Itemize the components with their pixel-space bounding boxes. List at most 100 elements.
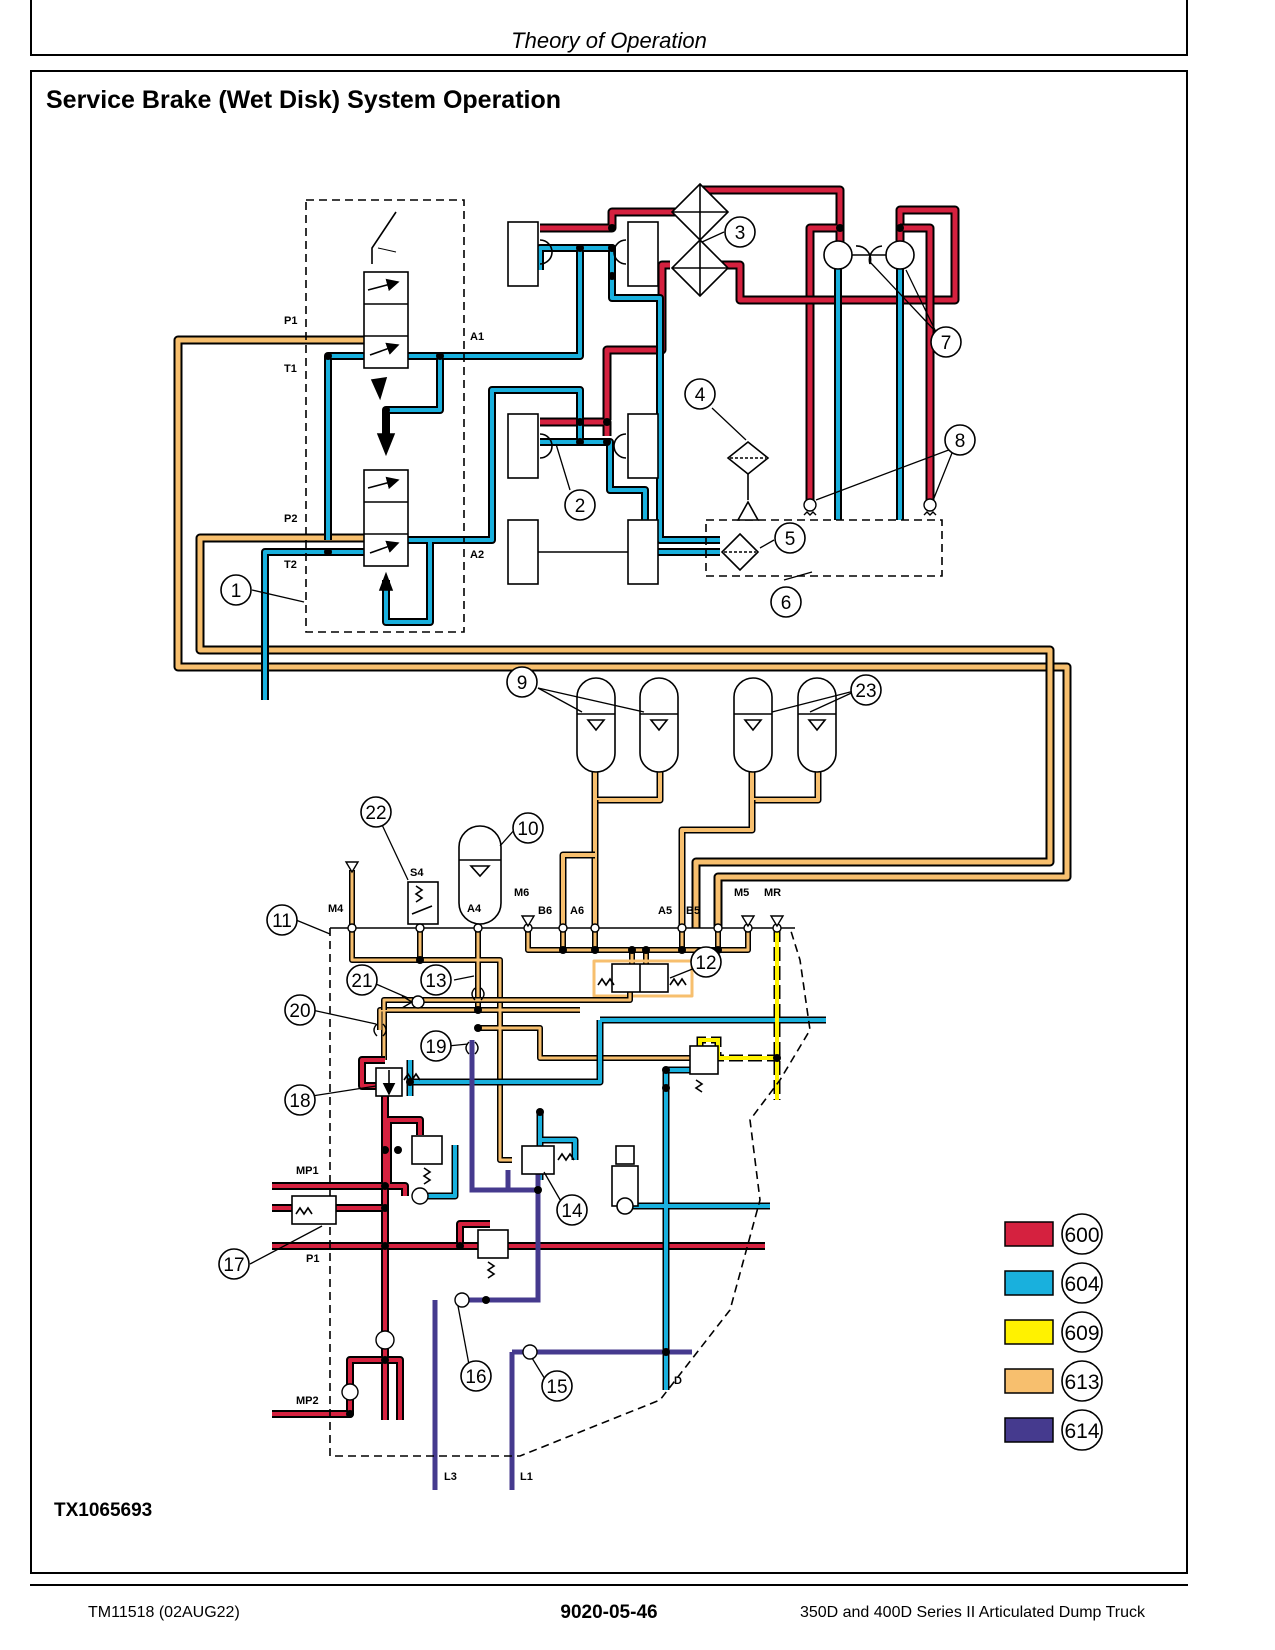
port-label: M5 — [734, 887, 749, 899]
callout-9: 9 — [506, 666, 538, 698]
port-label: A5 — [658, 905, 672, 917]
legend-entry-609: 609 — [1004, 1311, 1103, 1353]
purple-lines — [432, 1040, 692, 1490]
callout-label: 1 — [231, 581, 242, 602]
callout-15: 15 — [541, 1370, 573, 1402]
legend-entry-604: 604 — [1004, 1262, 1103, 1304]
legend-swatch — [1004, 1221, 1054, 1247]
main-content-frame: Service Brake (Wet Disk) System Operatio… — [30, 70, 1188, 1574]
callout-label: 7 — [941, 333, 952, 354]
legend-swatch — [1004, 1270, 1054, 1296]
cooling-pumps — [823, 240, 915, 270]
pressure-switch-s4 — [407, 881, 439, 925]
callout-label: 18 — [289, 1091, 310, 1112]
callout-1: 1 — [220, 574, 252, 606]
callout-label: 11 — [272, 911, 292, 932]
callout-label: 9 — [517, 673, 528, 694]
callout-18: 18 — [284, 1084, 316, 1116]
port-label: M4 — [328, 903, 344, 915]
junction-dots — [324, 224, 904, 1418]
callout-label: 5 — [785, 529, 796, 550]
leader-lines — [249, 231, 955, 1385]
orange-lines — [173, 335, 1072, 1163]
port-label: T2 — [284, 559, 297, 571]
callout-label: 14 — [561, 1201, 583, 1222]
callout-7: 7 — [930, 326, 962, 358]
legend-code: 604 — [1064, 1273, 1099, 1296]
port-label: P2 — [284, 513, 297, 525]
yellow-lines — [696, 928, 781, 1100]
legend-code: 609 — [1064, 1322, 1099, 1345]
callout-label: 10 — [517, 819, 538, 840]
port-label: P1 — [284, 315, 297, 327]
callout-label: 20 — [289, 1001, 310, 1022]
callout-12: 12 — [690, 946, 722, 978]
callout-label: 23 — [855, 681, 876, 702]
callout-label: 2 — [575, 496, 586, 517]
callout-5: 5 — [774, 522, 806, 554]
callout-label: 21 — [351, 971, 372, 992]
callout-label: 16 — [465, 1367, 486, 1388]
callout-label: 15 — [546, 1377, 567, 1398]
line-613-acc23 — [748, 772, 822, 804]
footer-rule — [30, 1584, 1188, 1586]
line-613-acc9 — [591, 772, 664, 804]
legend-swatch — [1004, 1319, 1054, 1345]
line-613-p2-loop-fill — [197, 535, 1053, 928]
port-label: MR — [764, 887, 781, 899]
legend-entry-600: 600 — [1004, 1213, 1103, 1255]
port-label: A6 — [570, 905, 584, 917]
port-label: A2 — [470, 549, 484, 561]
port-label: MP1 — [296, 1165, 319, 1177]
callout-3: 3 — [724, 216, 756, 248]
brake-valve-bottom — [363, 433, 409, 591]
port-label: B6 — [538, 905, 552, 917]
legend-swatch — [1004, 1368, 1054, 1394]
callout-label: 17 — [223, 1255, 244, 1276]
port-label: L1 — [520, 1471, 533, 1483]
callout-19: 19 — [420, 1030, 452, 1062]
callout-2: 2 — [564, 489, 596, 521]
callout-16: 16 — [460, 1360, 492, 1392]
dashed-outlines — [305, 199, 943, 1457]
callout-label: 19 — [425, 1037, 446, 1058]
callout-8: 8 — [944, 424, 976, 456]
port-label: L3 — [444, 1471, 457, 1483]
filter-components — [720, 440, 770, 572]
callout-label: 6 — [781, 593, 792, 614]
callout-6: 6 — [770, 586, 802, 618]
legend-swatch — [1004, 1417, 1054, 1443]
footer-product-name: 350D and 400D Series II Articulated Dump… — [799, 1604, 1145, 1621]
callout-21: 21 — [346, 964, 378, 996]
port-label: A1 — [470, 331, 484, 343]
check-valves-8 — [803, 498, 937, 516]
callout-label: 8 — [955, 431, 966, 452]
wheel-brake-assemblies — [507, 221, 659, 585]
port-label: P1 — [306, 1253, 319, 1265]
callout-14: 14 — [556, 1194, 588, 1226]
callout-20: 20 — [284, 994, 316, 1026]
accumulators — [458, 677, 837, 925]
port-label: A4 — [467, 903, 482, 915]
legend-entry-614: 614 — [1004, 1409, 1103, 1451]
port-label: B5 — [686, 905, 700, 917]
line-613-p1-loop-fill — [175, 337, 1070, 928]
callout-label: 12 — [695, 953, 716, 974]
port-label: M6 — [514, 887, 529, 899]
callout-22: 22 — [360, 796, 392, 828]
manifold-valves — [291, 963, 719, 1279]
callout-17: 17 — [218, 1248, 250, 1280]
port-label: D — [674, 1375, 682, 1387]
footer-manual-id: TM11518 (02AUG22) — [88, 1604, 240, 1621]
legend-code: 614 — [1064, 1420, 1099, 1443]
port-labels: P1 T1 A1 P2 T2 A2 S4 M4 A4 M6 B6 A6 A5 B… — [284, 315, 781, 1483]
callout-10: 10 — [512, 812, 544, 844]
port-label: T1 — [284, 363, 297, 375]
legend-code: 600 — [1064, 1224, 1099, 1247]
section-title: Service Brake (Wet Disk) System Operatio… — [46, 86, 562, 114]
header-title: Theory of Operation — [511, 28, 707, 53]
footer-page-number: 9020-05-46 — [560, 1602, 658, 1623]
